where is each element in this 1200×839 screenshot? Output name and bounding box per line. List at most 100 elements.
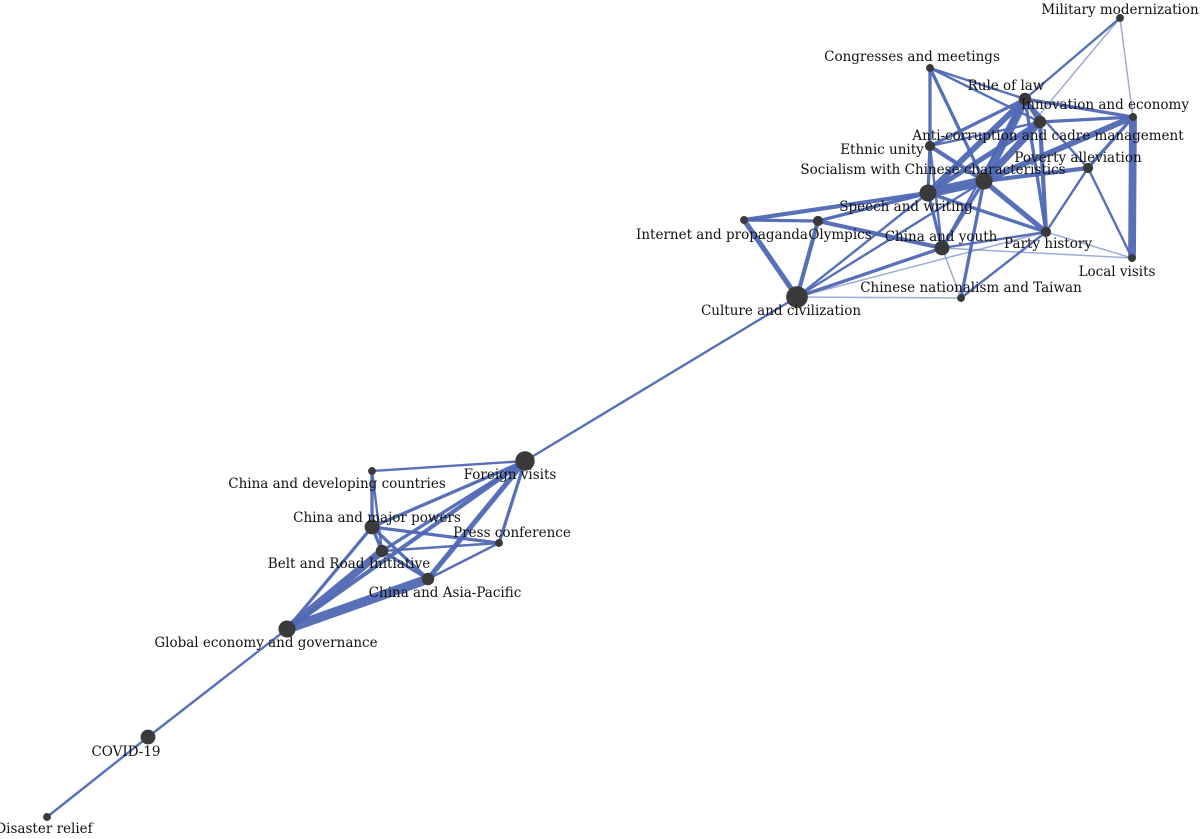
edge-party-local: [1045, 231, 1133, 259]
edge-culture-foreign: [523, 295, 799, 463]
node-label-nationalism: Chinese nationalism and Taiwan: [860, 280, 1082, 296]
edge-ethnic-socialism: [927, 143, 987, 184]
node-label-speech: Speech and writing: [839, 199, 973, 215]
node-label-ethnic: Ethnic unity: [840, 142, 924, 158]
node-internet: [740, 216, 748, 224]
edge-rule_of_law-party: [1023, 97, 1048, 234]
node-label-youth: China and youth: [885, 229, 998, 245]
edge-major-press: [370, 525, 501, 545]
edge-party-nationalism: [959, 230, 1048, 300]
edge-innovation-anticorruption: [1038, 115, 1135, 124]
node-label-culture: Culture and civilization: [701, 303, 861, 319]
edge-congresses-rule_of_law: [928, 66, 1027, 101]
node-label-socialism: Socialism with Chinese characteristics: [800, 162, 1065, 178]
edge-poverty-socialism: [981, 165, 1091, 184]
edge-anticorruption-socialism: [980, 118, 1044, 185]
node-label-poverty: Poverty alleviation: [1014, 150, 1142, 166]
node-label-military: Military modernization: [1041, 2, 1199, 18]
node-label-press: Press conference: [453, 525, 571, 541]
edge-socialism-youth: [940, 179, 986, 250]
edge-covid-disaster: [45, 735, 150, 819]
edge-layer: [45, 16, 1137, 819]
edge-olympics-culture: [794, 218, 821, 300]
node-nationalism: [957, 294, 965, 302]
edge-speech-internet: [741, 190, 931, 223]
node-layer: [43, 14, 1137, 821]
node-speech: [919, 184, 937, 202]
edge-rule_of_law-speech: [925, 96, 1028, 196]
edge-poverty-local: [1086, 166, 1134, 260]
node-label-global: Global economy and governance: [154, 635, 377, 651]
edge-innovation-poverty: [1086, 115, 1135, 170]
node-rule_of_law: [1018, 92, 1032, 106]
edge-rule_of_law-poverty: [1023, 97, 1090, 170]
node-label-internet: Internet and propaganda: [636, 227, 808, 243]
node-label-major: China and major powers: [293, 510, 461, 526]
node-label-innovation: Innovation and economy: [1021, 97, 1189, 113]
edge-press-bri: [380, 541, 501, 553]
edge-speech-youth: [926, 191, 944, 250]
edge-socialism-nationalism: [959, 179, 986, 300]
node-congresses: [926, 64, 934, 72]
edge-military-rule_of_law: [1023, 16, 1122, 101]
edge-anticorruption-speech: [925, 119, 1043, 196]
edge-speech-olympics: [816, 191, 930, 223]
node-label-bri: Belt and Road Initiative: [268, 556, 430, 572]
edge-youth-party: [940, 230, 1048, 250]
edge-olympics-youth: [815, 218, 945, 251]
node-asiapac: [421, 572, 435, 586]
node-label-foreign: Foreign visits: [464, 467, 557, 483]
edge-party-culture: [796, 231, 1047, 298]
edge-bri-global: [283, 547, 386, 633]
edge-socialism-party: [981, 178, 1049, 235]
node-bri: [375, 544, 389, 558]
node-label-local: Local visits: [1079, 264, 1156, 280]
node-local: [1128, 254, 1136, 262]
edge-rule_of_law-innovation: [1023, 97, 1135, 119]
node-poverty: [1082, 162, 1094, 174]
node-major: [364, 519, 380, 535]
edge-asiapac-global: [282, 574, 433, 634]
node-party: [1040, 226, 1052, 238]
edge-speech-culture: [795, 191, 930, 299]
node-socialism: [975, 172, 993, 190]
node-label-developing: China and developing countries: [228, 476, 446, 492]
edge-foreign-major: [370, 459, 527, 529]
node-covid: [140, 729, 156, 745]
node-label-rule_of_law: Rule of law: [968, 78, 1045, 94]
node-label-congresses: Congresses and meetings: [824, 49, 1000, 65]
edge-innovation-local: [1128, 113, 1137, 262]
edge-innovation-socialism: [981, 114, 1136, 184]
node-label-asiapac: China and Asia-Pacific: [369, 585, 522, 601]
edge-nationalism-culture: [796, 296, 962, 299]
node-disaster: [43, 813, 51, 821]
edge-youth-nationalism: [941, 247, 962, 299]
edge-bri-asiapac: [380, 549, 430, 581]
node-youth: [934, 240, 950, 256]
node-military: [1116, 14, 1124, 22]
node-developing: [368, 467, 376, 475]
node-label-anticorruption: Anti-corruption and cadre management: [911, 128, 1184, 144]
node-anticorruption: [1033, 115, 1047, 129]
node-ethnic: [924, 140, 936, 152]
edge-developing-bri: [370, 469, 384, 553]
node-label-party: Party history: [1004, 236, 1092, 252]
edge-foreign-asiapac: [425, 458, 528, 582]
edge-poverty-party: [1044, 166, 1090, 234]
node-culture: [786, 286, 808, 308]
node-label-covid: COVID-19: [91, 744, 160, 760]
edge-internet-culture: [741, 217, 800, 300]
edge-anticorruption-party: [1037, 119, 1049, 235]
node-press: [495, 539, 503, 547]
node-olympics: [812, 215, 824, 227]
edge-global-covid: [146, 627, 289, 739]
edge-youth-culture: [795, 246, 944, 299]
edge-youth-local: [941, 247, 1133, 259]
edge-foreign-developing: [370, 459, 527, 473]
edge-internet-olympics: [742, 218, 820, 223]
edge-major-global: [285, 525, 374, 631]
node-global: [278, 620, 296, 638]
edge-anticorruption-ethnic: [928, 120, 1042, 148]
